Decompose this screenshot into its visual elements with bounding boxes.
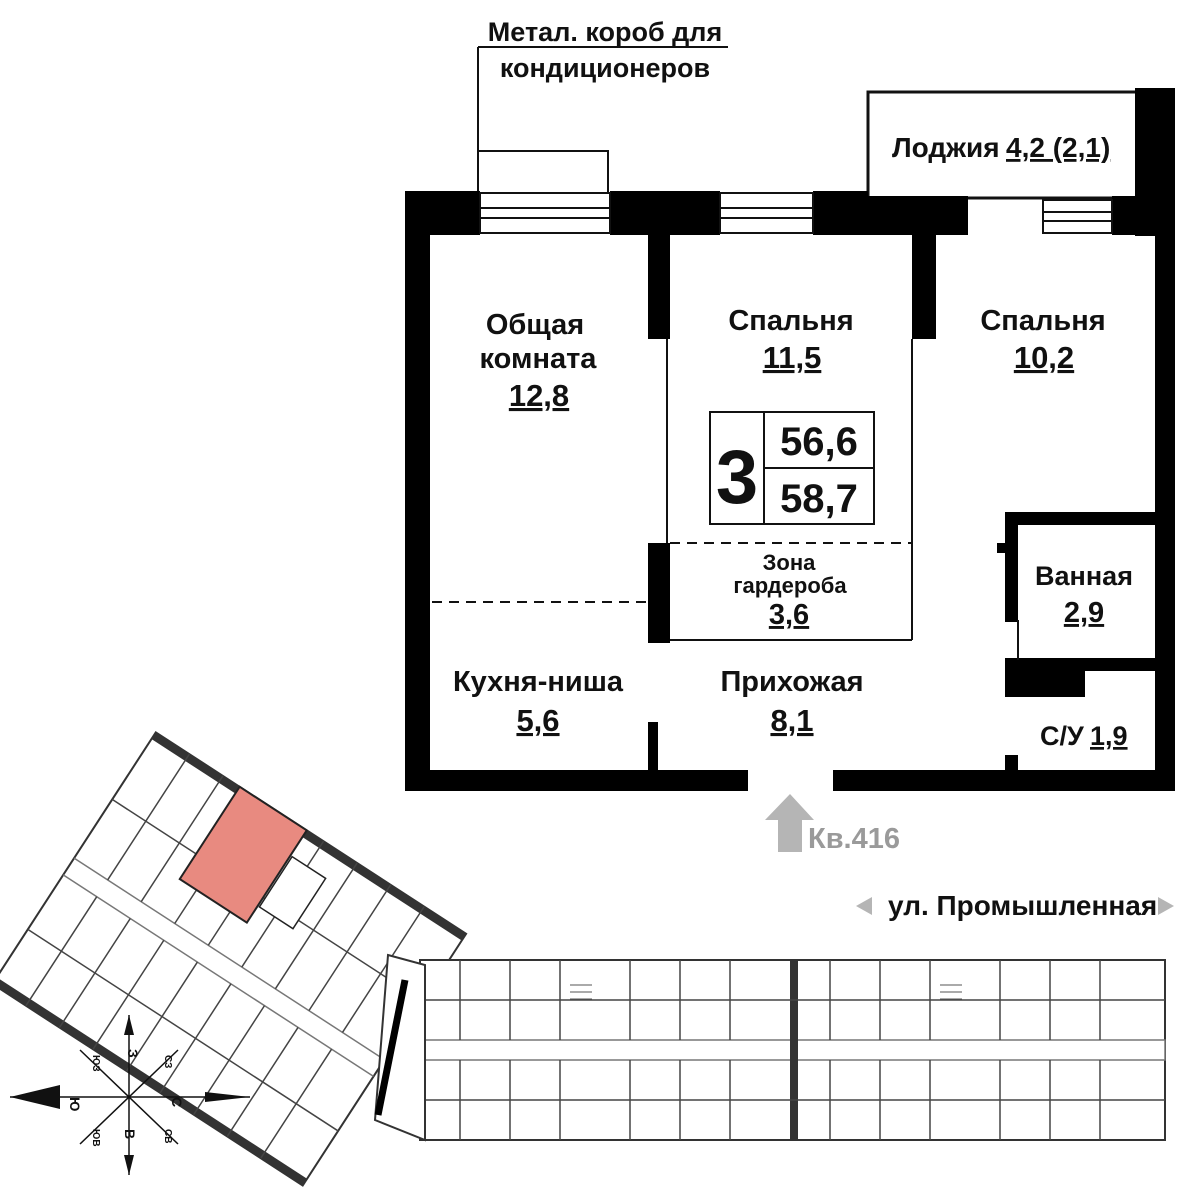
- room-bedroom1: Спальня 11,5: [728, 305, 853, 375]
- windows: [479, 192, 1113, 234]
- ac-box-label-line2: кондиционеров: [500, 53, 710, 83]
- wardrobe-area: 3,6: [769, 599, 809, 631]
- bedroom2-area: 10,2: [1014, 340, 1074, 375]
- hall-name: Прихожая: [720, 666, 863, 698]
- compass-rose: С Ю З В СЗ СВ ЮЗ ЮВ: [10, 1015, 250, 1175]
- wardrobe-name-line1: Зона: [763, 550, 817, 575]
- interior-walls: [648, 235, 1155, 773]
- toilet-area: 1,9: [1090, 721, 1128, 751]
- street-arrow-right-icon: [1158, 897, 1174, 915]
- ac-box-label-line1: Метал. короб для: [488, 17, 722, 47]
- bedroom1-name: Спальня: [728, 305, 853, 337]
- dashed-zone-lines: [432, 542, 912, 603]
- street-label: ул. Промышленная: [856, 890, 1174, 921]
- living-area-total: 56,6: [780, 420, 858, 464]
- compass-label-se: СВ: [162, 1129, 173, 1143]
- building-straight-wing: [419, 959, 1166, 1141]
- total-area: 58,7: [780, 477, 858, 521]
- compass-label-south: В: [122, 1129, 138, 1139]
- room-bedroom2: Спальня 10,2: [980, 305, 1105, 375]
- compass-label-sw: ЮВ: [90, 1129, 101, 1147]
- partitions: [666, 339, 1019, 660]
- ac-box: [477, 150, 609, 194]
- apartment-summary-box: 3 56,6 58,7: [709, 411, 875, 525]
- compass-label-north: З: [125, 1049, 141, 1058]
- compass-label-west: Ю: [67, 1097, 83, 1111]
- building-site-plan: [0, 730, 1166, 1187]
- kitchen-name: Кухня-ниша: [453, 666, 624, 698]
- compass-label-east: С: [169, 1097, 185, 1107]
- living-name-line2: комната: [480, 343, 598, 375]
- compass-east-arrow-icon: [205, 1092, 250, 1102]
- entrance-label: Кв.416: [808, 823, 900, 855]
- street-arrow-left-icon: [856, 897, 872, 915]
- bedroom1-area: 11,5: [763, 340, 822, 375]
- room-toilet: С/У 1,9: [1040, 721, 1128, 751]
- bedroom2-name: Спальня: [980, 305, 1105, 337]
- compass-west-arrow-icon: [10, 1085, 60, 1109]
- loggia-name: Лоджия: [892, 132, 1000, 163]
- room-hall: Прихожая 8,1: [720, 666, 863, 738]
- entrance-marker: Кв.416: [765, 794, 900, 855]
- room-bathroom: Ванная 2,9: [1035, 561, 1133, 629]
- kitchen-area: 5,6: [516, 703, 559, 738]
- room-kitchen: Кухня-ниша 5,6: [453, 666, 624, 738]
- ac-box-annotation: Метал. короб для кондиционеров: [477, 17, 728, 194]
- living-name-line1: Общая: [486, 309, 584, 341]
- street-name: ул. Промышленная: [888, 890, 1157, 921]
- room-living: Общая комната 12,8: [480, 309, 598, 413]
- room-wardrobe: Зона гардероба 3,6: [733, 550, 847, 631]
- rooms-count: 3: [716, 435, 758, 520]
- living-area: 12,8: [509, 378, 569, 413]
- wardrobe-name-line2: гардероба: [733, 573, 847, 598]
- compass-label-nw: ЮЗ: [90, 1055, 101, 1072]
- toilet-name: С/У: [1040, 721, 1085, 751]
- bathroom-area: 2,9: [1064, 597, 1104, 629]
- bathroom-name: Ванная: [1035, 561, 1133, 591]
- entrance-arrow-icon: [765, 794, 814, 852]
- loggia-area: 4,2 (2,1): [1006, 132, 1110, 163]
- highlighted-apartment: [178, 785, 309, 925]
- hall-area: 8,1: [770, 703, 813, 738]
- compass-label-ne: СЗ: [162, 1055, 173, 1068]
- window-living: [479, 192, 611, 234]
- loggia: Лоджия 4,2 (2,1): [866, 88, 1175, 236]
- window-bedroom2: [1042, 199, 1113, 234]
- window-bedroom1: [719, 192, 814, 234]
- outer-walls: [405, 88, 1175, 791]
